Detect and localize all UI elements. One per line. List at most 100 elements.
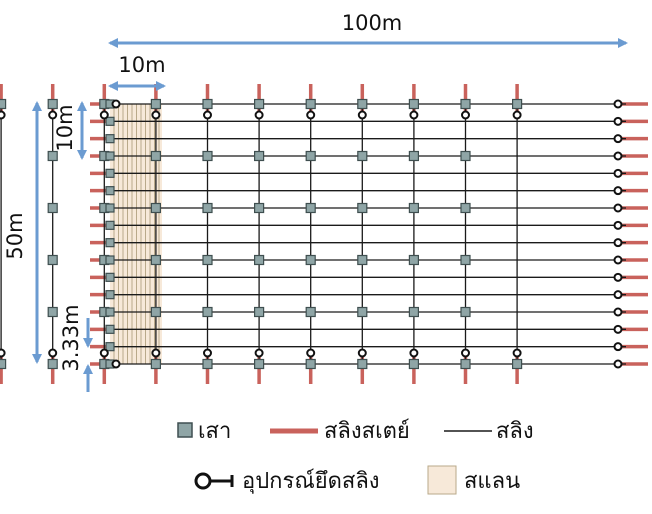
- legend-label-anchor: อุปกรณ์ยึดสลิง: [242, 469, 380, 494]
- post: [408, 306, 419, 318]
- anchor-top: [0, 110, 6, 120]
- anchor-top: [48, 110, 58, 120]
- anchor-right: [613, 203, 623, 213]
- post: [150, 98, 161, 110]
- post-edge-left: [105, 116, 115, 126]
- post: [357, 150, 368, 162]
- post: [357, 306, 368, 318]
- post: [150, 306, 161, 318]
- post: [47, 150, 58, 162]
- post: [305, 98, 316, 110]
- anchor-right: [613, 238, 623, 248]
- anchor-right: [613, 116, 623, 126]
- legend-item-stay-cable: สลิงสเตย์: [270, 419, 410, 444]
- anchor-top: [306, 110, 316, 120]
- anchor-right: [613, 255, 623, 265]
- anchor-top: [512, 110, 522, 120]
- dimension-arrows: [32, 38, 628, 392]
- post: [460, 254, 471, 266]
- anchor-right: [613, 272, 623, 282]
- post: [47, 306, 58, 318]
- anchor-bottom: [48, 348, 58, 358]
- post: [150, 358, 161, 370]
- post: [460, 150, 471, 162]
- legend-label-stay-cable: สลิงสเตย์: [324, 419, 410, 444]
- post: [357, 254, 368, 266]
- post: [150, 150, 161, 162]
- legend-item-anchor: อุปกรณ์ยึดสลิง: [194, 469, 380, 494]
- post: [305, 358, 316, 370]
- post: [0, 98, 7, 110]
- post: [0, 358, 7, 370]
- post: [460, 202, 471, 214]
- post: [254, 202, 265, 214]
- anchor-right: [613, 151, 623, 161]
- post: [305, 202, 316, 214]
- post: [202, 306, 213, 318]
- post: [511, 98, 523, 110]
- post: [150, 254, 161, 266]
- anchor-right: [613, 307, 623, 317]
- legend-label-mesh: สแลน: [464, 469, 520, 494]
- post-edge-left: [105, 203, 115, 213]
- post: [47, 202, 58, 214]
- anchor-bottom: [306, 348, 316, 358]
- post: [408, 254, 419, 266]
- anchor-bottom: [409, 348, 419, 358]
- post: [47, 98, 58, 110]
- label-row-spacing-large: 10m: [53, 104, 77, 151]
- anchor-bottom: [254, 348, 264, 358]
- square-icon: [177, 422, 193, 438]
- post: [357, 202, 368, 214]
- post: [254, 98, 265, 110]
- label-total-length: 100m: [342, 11, 403, 35]
- post: [357, 358, 368, 370]
- post-edge-left: [105, 186, 115, 196]
- post-edge-left: [105, 272, 115, 282]
- post-edge-left: [105, 238, 115, 248]
- post-edge-left: [105, 134, 115, 144]
- post: [254, 150, 265, 162]
- anchor-corner: [111, 359, 121, 369]
- post-edge-left: [105, 307, 115, 317]
- legend-label-cable: สลิง: [496, 419, 534, 444]
- post-edge-left: [105, 168, 115, 178]
- anchors: [0, 99, 623, 369]
- post-edge-left: [105, 151, 115, 161]
- anchor-top: [254, 110, 264, 120]
- anchor-bottom: [203, 348, 212, 358]
- post-edge-left: [105, 220, 115, 230]
- post: [357, 98, 368, 110]
- post: [305, 150, 316, 162]
- stay-cables: [0, 84, 648, 384]
- anchor-right: [613, 359, 623, 369]
- post: [202, 98, 213, 110]
- legend-item-post: เสา: [177, 419, 231, 444]
- label-bay-width: 10m: [118, 53, 165, 77]
- mesh-area: [110, 104, 162, 364]
- post-edge-left: [105, 324, 115, 334]
- post: [47, 358, 58, 370]
- post: [408, 358, 419, 370]
- anchor-right: [613, 134, 623, 144]
- post: [254, 306, 265, 318]
- post: [305, 306, 316, 318]
- legend-item-mesh: สแลน: [427, 465, 520, 495]
- anchor-right: [613, 290, 623, 300]
- legend: เสา สลิงสเตย์ สลิง อุปกรณ์ยึดสลิง สแลน: [177, 419, 534, 495]
- post: [460, 358, 471, 370]
- post: [408, 98, 419, 110]
- anchor-right: [613, 186, 623, 196]
- post-edge-left: [105, 255, 115, 265]
- post: [460, 306, 471, 318]
- anchor-top: [99, 110, 109, 120]
- post: [150, 202, 161, 214]
- anchor-top: [409, 110, 419, 120]
- anchor-corner: [111, 99, 121, 109]
- anchor-bottom: [357, 348, 367, 358]
- anchor-bottom: [0, 348, 6, 358]
- label-total-width: 50m: [3, 212, 27, 259]
- anchor-right: [613, 220, 623, 230]
